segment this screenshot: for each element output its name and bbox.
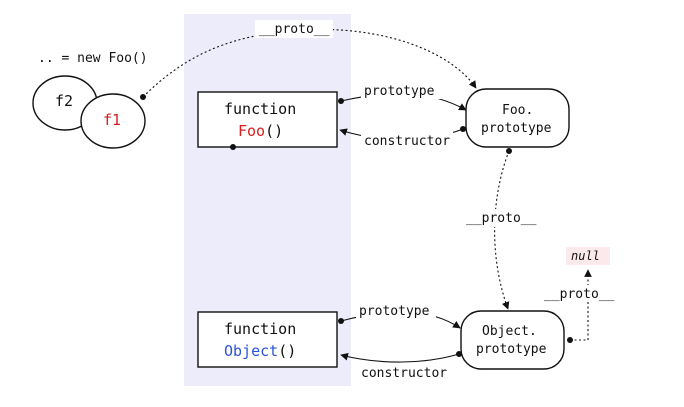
foo-prototype-line2: prototype bbox=[481, 121, 552, 136]
edge-object-prototype-bg bbox=[356, 302, 436, 319]
object-prototype-node bbox=[460, 310, 565, 370]
edge-foo-constructor-dot bbox=[460, 126, 466, 132]
object-function-parens: () bbox=[278, 342, 296, 360]
edge-object-constructor-dot bbox=[456, 351, 462, 357]
object-function-signature: Object() bbox=[224, 342, 296, 360]
instance-f1 bbox=[80, 93, 146, 149]
edge-object-prototype-dot bbox=[338, 318, 344, 324]
object-prototype-line1: Object. bbox=[482, 324, 537, 339]
edge-f1-proto-dot bbox=[140, 94, 146, 100]
edge-proto-top-bg bbox=[255, 20, 333, 38]
instance-f1-label: f1 bbox=[103, 111, 121, 129]
object-function-box bbox=[197, 311, 338, 368]
foo-prototype-line1: Foo. bbox=[502, 103, 533, 118]
edge-foo-constructor-label: constructor bbox=[364, 134, 450, 149]
foo-box-dot bbox=[230, 144, 236, 150]
edge-foo-prototype-label: prototype bbox=[364, 84, 435, 99]
edge-fooproto-proto bbox=[494, 150, 510, 310]
edge-object-constructor-bg bbox=[358, 364, 450, 381]
foo-function-box bbox=[197, 91, 338, 148]
edge-proto-mid-label: __proto__ bbox=[466, 211, 537, 226]
edge-proto-null-label: __proto__ bbox=[544, 287, 615, 302]
edge-proto-null-bg bbox=[541, 285, 621, 302]
foo-function-name: Foo bbox=[238, 122, 265, 140]
foo-function-parens: () bbox=[265, 122, 283, 140]
edge-object-constructor-label: constructor bbox=[361, 366, 447, 381]
edge-objectproto-null-dot bbox=[567, 337, 573, 343]
object-function-name: Object bbox=[224, 342, 278, 360]
edge-proto-top-label: __proto__ bbox=[259, 22, 330, 37]
foo-prototype-node bbox=[465, 88, 570, 148]
foo-function-keyword: function bbox=[224, 100, 296, 118]
instance-f2-label: f2 bbox=[55, 92, 73, 110]
null-label: null bbox=[571, 249, 600, 263]
object-function-keyword: function bbox=[224, 320, 296, 338]
new-expression: .. = new Foo() bbox=[38, 51, 148, 66]
null-badge bbox=[566, 247, 610, 265]
edge-foo-prototype-bg bbox=[361, 82, 441, 99]
edge-proto-mid-bg bbox=[463, 209, 543, 227]
edge-f1-proto bbox=[142, 28, 477, 98]
edge-objectproto-null bbox=[570, 269, 592, 341]
edge-foo-constructor-bg bbox=[361, 132, 453, 149]
object-prototype-line2: prototype bbox=[476, 342, 547, 357]
edge-fooproto-proto-dot bbox=[506, 148, 512, 154]
foo-function-signature: Foo() bbox=[238, 122, 283, 140]
edge-object-constructor bbox=[340, 352, 460, 363]
edge-object-prototype-label: prototype bbox=[359, 304, 430, 319]
edge-foo-prototype-dot bbox=[338, 98, 344, 104]
